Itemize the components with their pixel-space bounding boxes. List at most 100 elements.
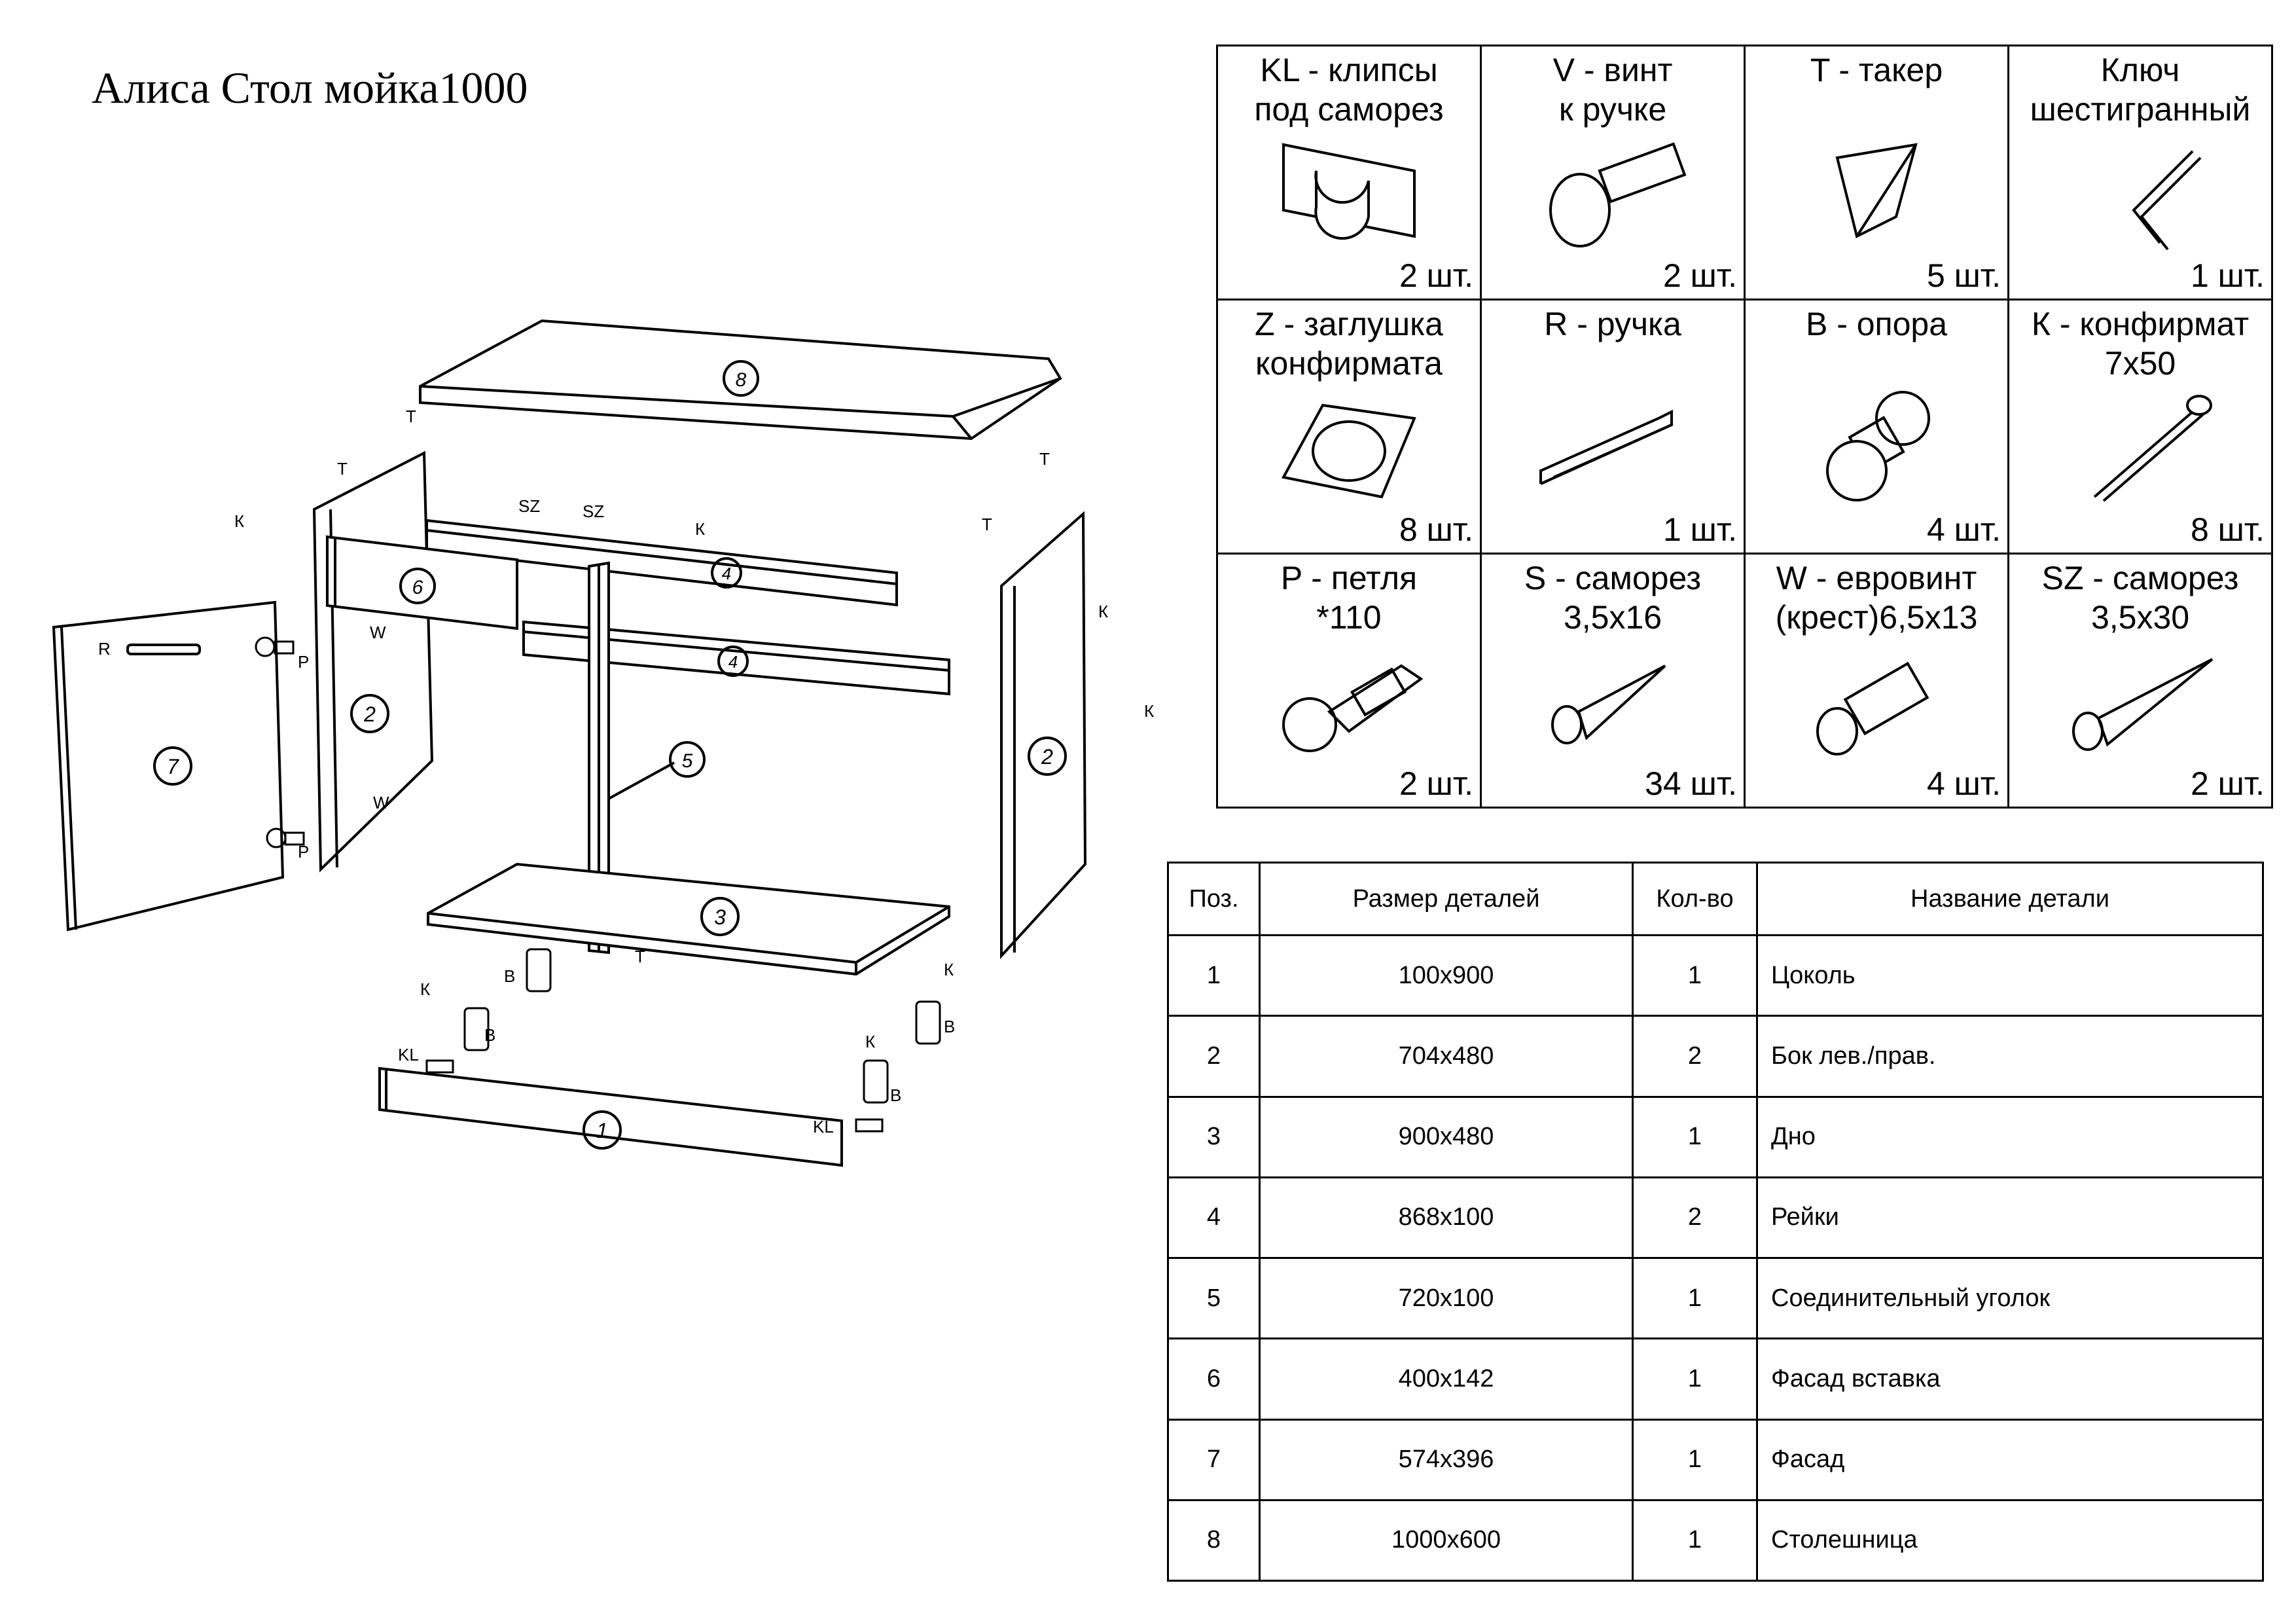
label-t-3: T xyxy=(1039,449,1050,469)
label-p-2: P xyxy=(298,842,309,862)
part-1-plinth: 1 xyxy=(378,1066,843,1167)
part-2-left-number: 2 xyxy=(363,702,376,726)
label-kl-1: KL xyxy=(398,1045,419,1064)
label-w-1: W xyxy=(370,623,386,642)
label-p-1: P xyxy=(298,652,309,672)
cell-qty: 1 xyxy=(1632,934,1758,1017)
cell-pos: 8 xyxy=(1167,1499,1261,1582)
label-k-4: К xyxy=(1144,701,1154,721)
wood-screw-icon xyxy=(1551,664,1666,744)
table-row: 8 1000х600 1 Столешница xyxy=(1167,1499,2264,1582)
hardware-cell: S - саморез 3,5х16 34 шт. xyxy=(1480,553,1746,809)
cell-qty: 2 xyxy=(1632,1176,1758,1260)
clips-kl xyxy=(425,1059,884,1133)
cell-pos: 4 xyxy=(1167,1176,1261,1260)
hardware-qty: 34 шт. xyxy=(1645,765,1737,802)
cell-pos: 5 xyxy=(1167,1257,1261,1340)
hinge-icon xyxy=(1282,664,1424,752)
part-8-number: 8 xyxy=(736,369,747,391)
hardware-cell: SZ - саморез 3,5х30 2 шт. xyxy=(2007,553,2273,809)
hardware-cell: Ключ шестигранный 1 шт. xyxy=(2007,45,2273,300)
cell-size: 100х900 xyxy=(1259,934,1634,1017)
cell-pos: 7 xyxy=(1167,1418,1261,1501)
cap-icon xyxy=(1281,403,1416,499)
hardware-name: T - такер xyxy=(1810,52,1943,88)
header-name: Название детали xyxy=(1756,861,2264,937)
label-sz-2: SZ xyxy=(583,501,604,521)
label-t-4: T xyxy=(982,515,992,534)
hardware-qty: 1 шт. xyxy=(1662,511,1737,548)
hardware-qty: 8 шт. xyxy=(1399,511,1473,548)
label-k-3: К xyxy=(1098,602,1108,621)
cell-qty: 1 xyxy=(1632,1499,1758,1582)
hardware-qty: 8 шт. xyxy=(2190,511,2265,548)
part-5-number: 5 xyxy=(682,750,693,772)
tacker-icon xyxy=(1835,143,1918,238)
cell-name: Фасад вставка xyxy=(1756,1337,2264,1421)
hardware-cell: Z - заглушка конфирмата 8 шт. xyxy=(1216,299,1482,555)
cell-size: 900х480 xyxy=(1259,1095,1634,1178)
hardware-cell: W - евровинт (крест)6,5х13 4 шт. xyxy=(1744,553,2009,809)
label-k-7: К xyxy=(865,1032,875,1051)
part-8-countertop: 8 xyxy=(419,319,1062,441)
cell-name: Рейки xyxy=(1756,1176,2264,1260)
confirmat-icon xyxy=(2093,395,2212,502)
hardware-qty: 4 шт. xyxy=(1926,511,2001,548)
label-r: R xyxy=(98,639,111,659)
header-pos: Поз. xyxy=(1167,861,1261,937)
hardware-cell: P - петля *110 2 шт. xyxy=(1216,553,1482,809)
hardware-name: P - петля *110 xyxy=(1280,560,1418,636)
cell-name: Столешница xyxy=(1756,1499,2264,1582)
part-4-upper-rail: 4 xyxy=(425,518,898,607)
hardware-name: W - евровинт (крест)6,5х13 xyxy=(1775,560,1978,636)
part-3-bottom: 3 xyxy=(427,862,950,976)
cell-size: 720х100 xyxy=(1259,1257,1634,1340)
part-7-number: 7 xyxy=(167,755,179,778)
label-b-2: B xyxy=(484,1025,495,1045)
label-k-6: К xyxy=(944,960,954,979)
long-screw-icon xyxy=(2072,658,2214,751)
table-row: 7 574х396 1 Фасад xyxy=(1167,1418,2264,1501)
cell-pos: 2 xyxy=(1167,1015,1261,1098)
hardware-name: Z - заглушка конфирмата xyxy=(1255,306,1443,382)
hardware-name: Ключ шестигранный xyxy=(2030,52,2251,128)
cell-pos: 1 xyxy=(1167,934,1261,1017)
hardware-name: S - саморез 3,5х16 xyxy=(1524,560,1702,636)
cell-qty: 1 xyxy=(1632,1257,1758,1340)
cell-name: Фасад xyxy=(1756,1418,2264,1501)
table-row: 1 100х900 1 Цоколь xyxy=(1167,934,2264,1017)
cell-pos: 3 xyxy=(1167,1095,1261,1178)
cell-name: Бок лев./прав. xyxy=(1756,1015,2264,1098)
label-b-1: B xyxy=(504,966,515,986)
parts-header-row: Поз. Размер деталей Кол-во Название дета… xyxy=(1167,861,2264,937)
hardware-name: KL - клипсы под саморез xyxy=(1254,52,1444,128)
label-b-3: B xyxy=(944,1017,955,1036)
table-row: 4 868х100 2 Рейки xyxy=(1167,1176,2264,1260)
parts-table: Поз. Размер деталей Кол-во Название дета… xyxy=(1167,861,2264,1582)
label-b-4: B xyxy=(890,1085,901,1105)
part-2-right-number: 2 xyxy=(1041,745,1053,769)
table-row: 2 704х480 2 Бок лев./прав. xyxy=(1167,1015,2264,1098)
euro-screw-icon xyxy=(1816,661,1929,755)
part-6-number: 6 xyxy=(412,577,423,598)
hinges xyxy=(255,636,305,848)
cell-name: Цоколь xyxy=(1756,934,2264,1017)
part-3-number: 3 xyxy=(714,905,726,929)
screw-icon xyxy=(1549,142,1687,247)
part-4-lower-number: 4 xyxy=(728,652,738,672)
cell-qty: 1 xyxy=(1632,1095,1758,1178)
cell-qty: 1 xyxy=(1632,1418,1758,1501)
hardware-cell: KL - клипсы под саморез 2 шт. xyxy=(1216,45,1482,300)
label-t-5: T xyxy=(635,947,645,966)
part-1-number: 1 xyxy=(596,1119,608,1142)
hardware-cell: T - такер 5 шт. xyxy=(1744,45,2009,300)
hardware-name: V - винт к ручке xyxy=(1552,52,1673,128)
label-k-2: К xyxy=(695,519,705,539)
cell-name: Соединительный уголок xyxy=(1756,1257,2264,1340)
cell-size: 868х100 xyxy=(1259,1176,1634,1260)
legs-b xyxy=(463,948,941,1104)
cell-qty: 2 xyxy=(1632,1015,1758,1098)
label-w-2: W xyxy=(373,793,389,812)
hardware-qty: 2 шт. xyxy=(1399,257,1473,294)
part-6-front-insert: 6 xyxy=(326,535,518,630)
